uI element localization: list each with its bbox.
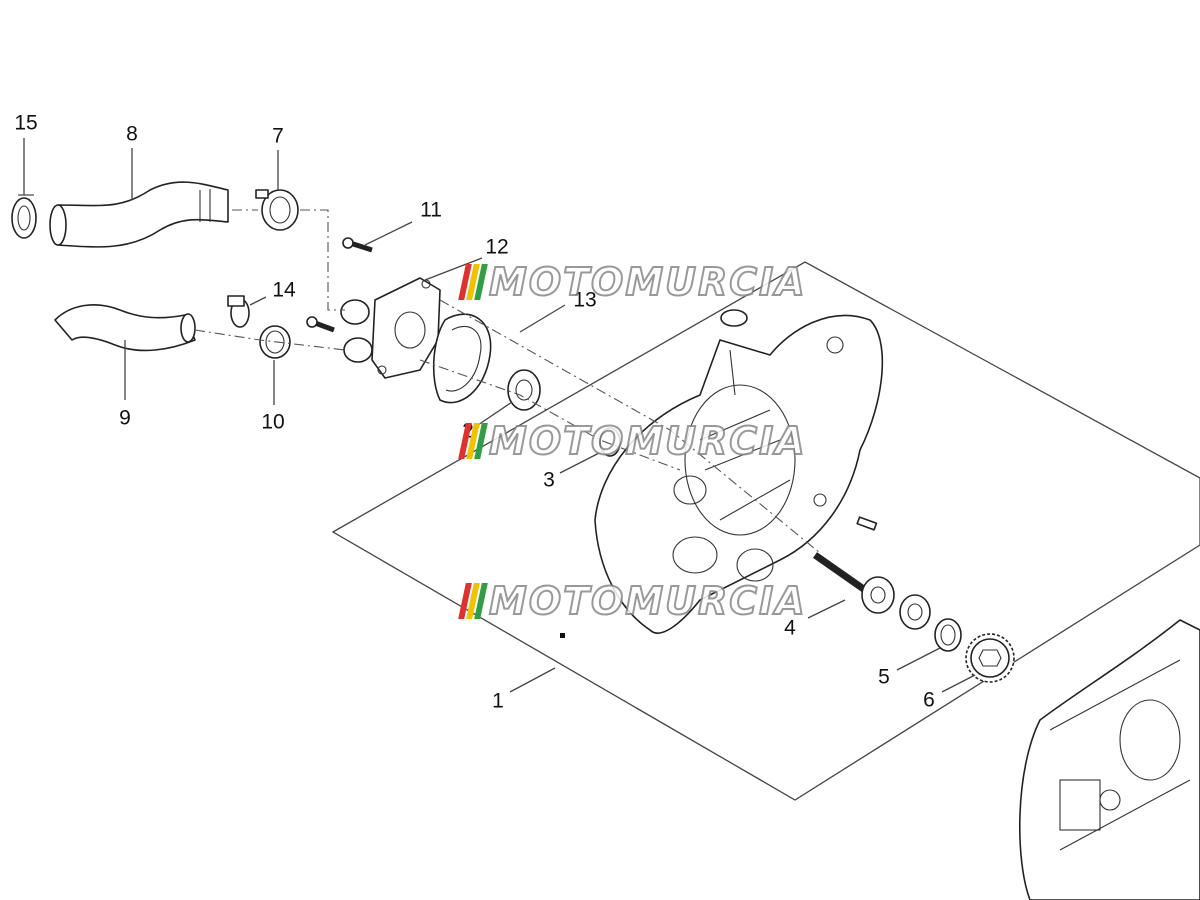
impeller-2: [507, 369, 541, 411]
watermark-text: MOTOMURCIA: [488, 418, 807, 464]
callout-4: 4: [784, 616, 796, 640]
watermark-text: MOTOMURCIA: [488, 259, 807, 305]
callout-8: 8: [126, 122, 138, 146]
seal-5: [934, 618, 962, 652]
watermark-logo: MOTOMURCIA: [458, 418, 807, 464]
axis-line: [194, 329, 346, 351]
callout-11: 11: [420, 198, 442, 222]
axis-line: [300, 209, 345, 311]
dowel-pin: [856, 516, 878, 531]
engine-block: [1018, 619, 1200, 900]
callout-7: 7: [272, 124, 284, 148]
gasket-13: [432, 313, 492, 404]
callout-6: 6: [923, 688, 935, 712]
axis-line: [439, 299, 821, 554]
clamp-7: [255, 189, 299, 231]
callout-5: 5: [878, 665, 890, 689]
callout-12: 12: [485, 235, 509, 259]
bullet-marker: [560, 633, 565, 638]
clamp-15: [11, 194, 37, 239]
callout-13: 13: [573, 288, 597, 312]
callout-14: 14: [272, 278, 296, 302]
shaft-4: [812, 552, 931, 630]
callout-3: 3: [543, 468, 555, 492]
hose-9: [54, 304, 196, 352]
hose-8: [49, 181, 229, 248]
axis-line: [419, 359, 681, 471]
watermark-logo: MOTOMURCIA: [458, 578, 807, 624]
callout-15: 15: [14, 111, 38, 135]
pump-cover-12: [340, 277, 441, 379]
assembly-outline: [331, 261, 1200, 801]
callout-1: 1: [492, 689, 504, 713]
watermark-stripes-icon: [458, 264, 488, 300]
watermark-logo: MOTOMURCIA: [458, 259, 807, 305]
gear-6: [965, 633, 1015, 683]
seal-3: [599, 427, 621, 457]
callout-10: 10: [261, 410, 285, 434]
o-ring: [720, 309, 748, 327]
bolt-11: [306, 237, 373, 333]
callout-9: 9: [119, 406, 131, 430]
watermark-stripes-icon: [458, 423, 488, 459]
crankcase-cover-1: [594, 314, 884, 634]
clamp-14: [227, 295, 250, 328]
watermark-text: MOTOMURCIA: [488, 578, 807, 624]
watermark-stripes-icon: [458, 583, 488, 619]
